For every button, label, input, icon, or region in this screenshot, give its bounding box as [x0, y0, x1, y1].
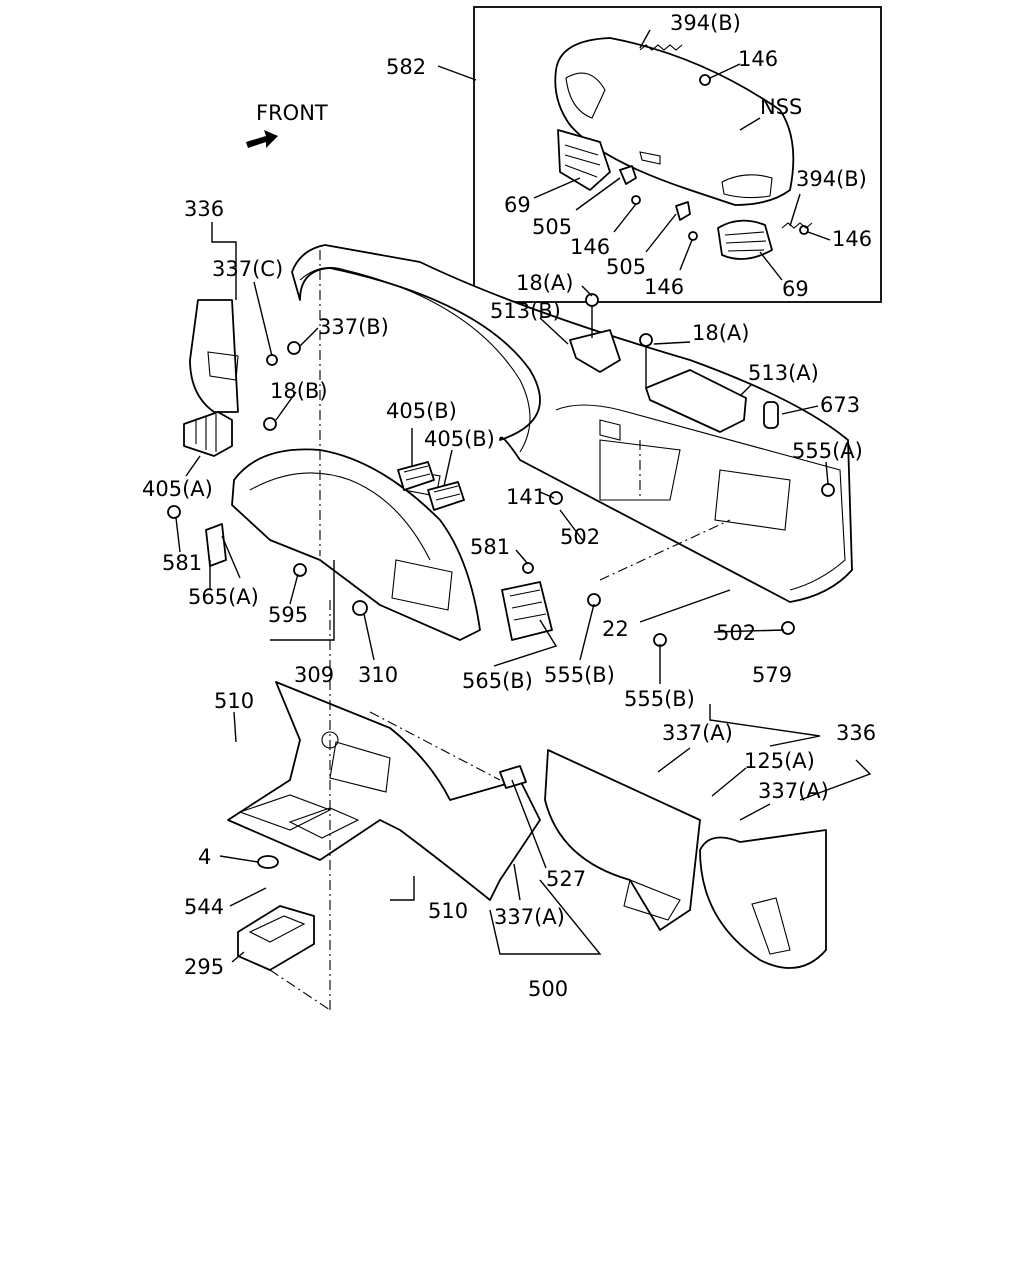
part-673 — [763, 401, 779, 429]
label-510-top: 510 — [214, 689, 254, 713]
label-405b-2: 405(B) — [424, 427, 495, 451]
label-555a: 555(A) — [792, 439, 863, 463]
side-cover-left — [189, 299, 239, 413]
nss-screws — [619, 44, 813, 241]
label-581-left: 581 — [162, 551, 202, 575]
label-505-left: 505 — [532, 215, 572, 239]
small-fasteners — [167, 341, 835, 647]
inset-leaders — [437, 29, 831, 281]
label-18a-top: 18(A) — [516, 271, 573, 295]
label-146-c: 146 — [644, 275, 684, 299]
label-582: 582 — [386, 55, 426, 79]
label-510-bot: 510 — [428, 899, 468, 923]
instrument-panel-pad — [291, 244, 853, 603]
label-502-top: 502 — [560, 525, 600, 549]
label-337a-1: 337(A) — [662, 721, 733, 745]
label-673: 673 — [820, 393, 860, 417]
label-310: 310 — [358, 663, 398, 687]
vent-405a — [183, 411, 233, 457]
leader-lines — [175, 222, 872, 963]
nss-label: NSS — [760, 95, 802, 119]
label-141: 141 — [506, 485, 546, 509]
label-146-d: 146 — [832, 227, 872, 251]
label-22: 22 — [602, 617, 629, 641]
front-arrow-icon — [246, 130, 278, 148]
nss-vent-left — [557, 129, 611, 191]
label-125a: 125(A) — [744, 749, 815, 773]
label-336-right: 336 — [836, 721, 876, 745]
center-console — [227, 681, 541, 901]
bracket-513b — [569, 293, 621, 373]
label-513b: 513(B) — [490, 299, 561, 323]
cup-holder — [237, 905, 315, 971]
label-69-right: 69 — [782, 277, 809, 301]
label-405b-1: 405(B) — [386, 399, 457, 423]
label-505-mid: 505 — [606, 255, 646, 279]
label-500: 500 — [528, 977, 568, 1001]
label-595: 595 — [268, 603, 308, 627]
vent-405b-2 — [427, 481, 465, 511]
nss-upper-cover — [554, 37, 795, 206]
switch-565a — [205, 523, 227, 567]
label-544: 544 — [184, 895, 224, 919]
clip-527 — [499, 765, 527, 789]
label-18b: 18(B) — [270, 379, 328, 403]
label-513a: 513(A) — [748, 361, 819, 385]
label-337c: 337(C) — [212, 257, 283, 281]
label-337b: 337(B) — [318, 315, 389, 339]
label-337a-3: 337(A) — [494, 905, 565, 929]
vent-405b-1 — [397, 461, 435, 491]
label-295: 295 — [184, 955, 224, 979]
label-309: 309 — [294, 663, 334, 687]
labels: FRONT NSS 582 394(B) 146 394(B) 69 505 1… — [142, 11, 876, 1001]
side-cover-right — [699, 829, 827, 969]
switch-565b — [501, 581, 553, 641]
cluster-bezel — [231, 448, 481, 641]
label-555b-1: 555(B) — [544, 663, 615, 687]
label-337a-2: 337(A) — [758, 779, 829, 803]
label-555b-2: 555(B) — [624, 687, 695, 711]
label-502-bot: 502 — [716, 621, 756, 645]
label-565b: 565(B) — [462, 669, 533, 693]
label-4: 4 — [198, 845, 211, 869]
glove-box — [544, 749, 701, 931]
cap-4 — [257, 855, 279, 869]
label-69-left: 69 — [504, 193, 531, 217]
label-579: 579 — [752, 663, 792, 687]
nss-vent-right — [717, 219, 773, 260]
label-18a-mid: 18(A) — [692, 321, 749, 345]
label-527: 527 — [546, 867, 586, 891]
inset-frame — [473, 6, 882, 303]
bracket-513a — [639, 333, 747, 433]
label-336-left: 336 — [184, 197, 224, 221]
label-581-mid: 581 — [470, 535, 510, 559]
reference-lines — [269, 250, 731, 1012]
label-146-b: 146 — [570, 235, 610, 259]
label-394b-top: 394(B) — [670, 11, 741, 35]
label-565a: 565(A) — [188, 585, 259, 609]
label-146-a: 146 — [738, 47, 778, 71]
label-405a: 405(A) — [142, 477, 213, 501]
label-394b-right: 394(B) — [796, 167, 867, 191]
front-label: FRONT — [256, 101, 328, 125]
